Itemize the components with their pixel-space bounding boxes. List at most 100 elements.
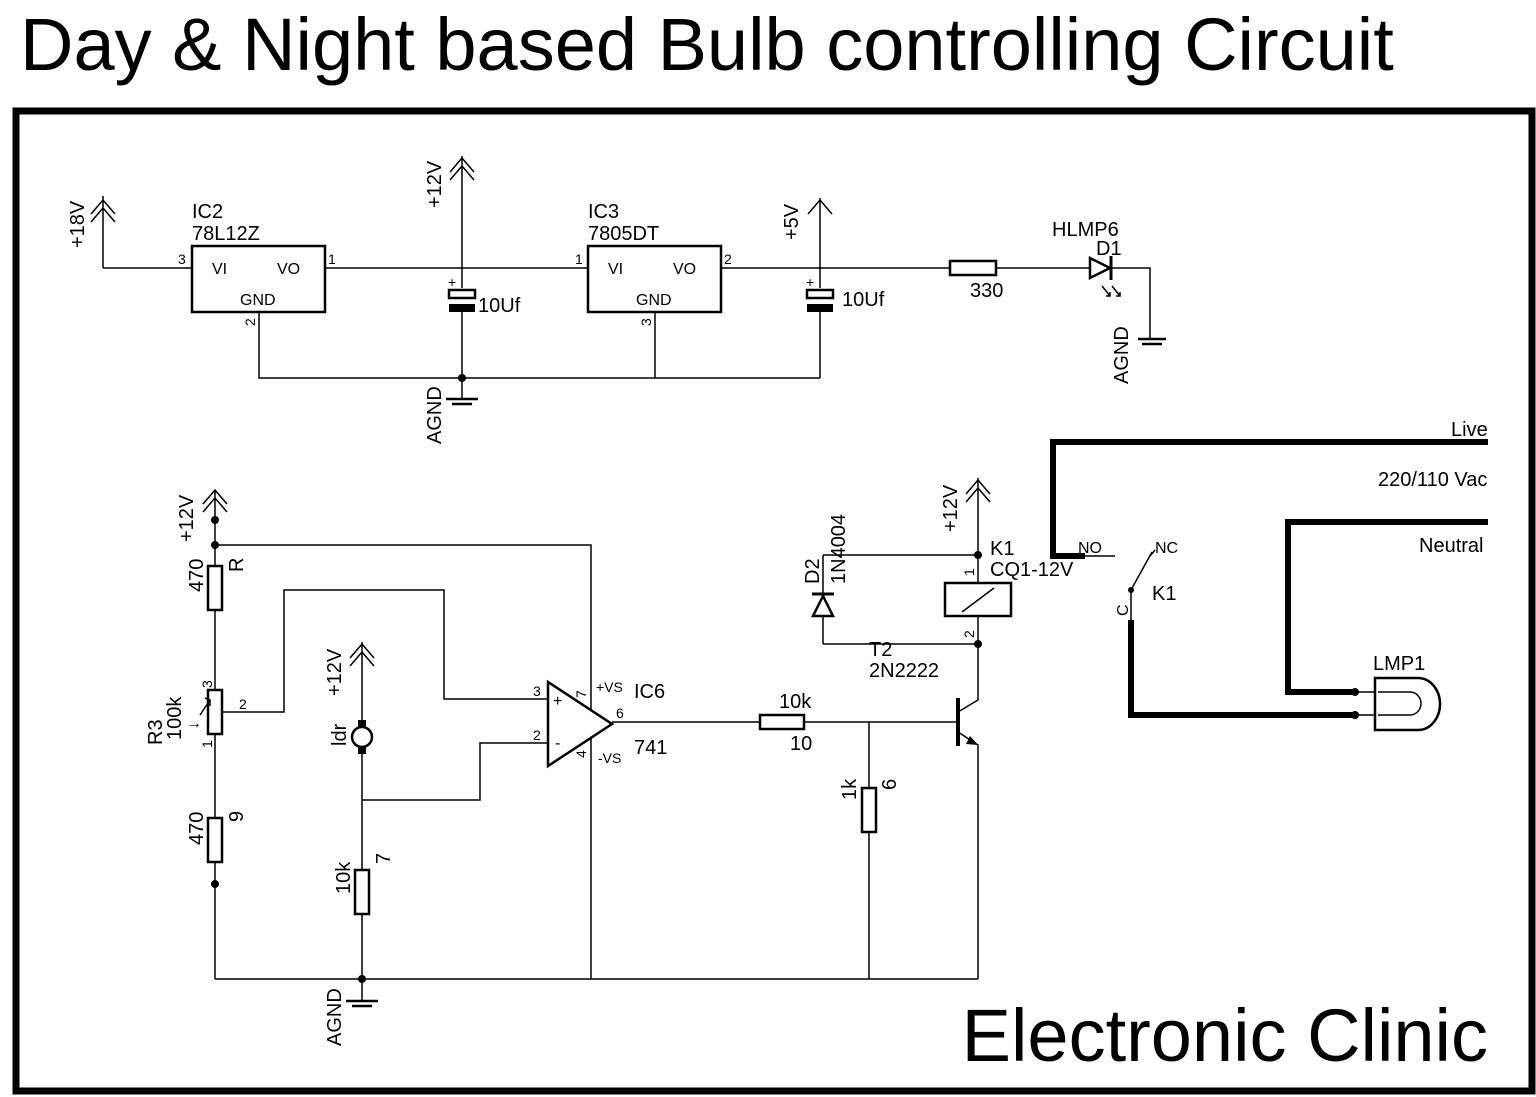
ic6-plus: + (553, 693, 562, 710)
c2-value: 10Uf (842, 289, 885, 311)
r7-ref: 7 (373, 853, 395, 864)
d1-part: HLMP6 (1052, 219, 1119, 241)
ic3-regulator: IC3 7805DT VI VO GND 1 2 3 (575, 201, 732, 326)
led-d1: HLMP6 D1 (1052, 219, 1122, 297)
ground-symbol-bottom: AGND (324, 979, 378, 1046)
ic2-pin-out: 1 (328, 251, 336, 267)
resistor-r10: 10k 10 (758, 691, 812, 755)
lamp-ref: LMP1 (1373, 653, 1425, 675)
lamp-terminal-a (1351, 688, 1359, 696)
wire-lamp-switched (1128, 620, 1355, 718)
ic2-vo: VO (277, 261, 300, 278)
ic2-pin-gnd: 2 (242, 318, 258, 326)
ldr-ref: ldr (329, 723, 351, 746)
relay-k1-switch: NO NC C K1 (1078, 540, 1178, 620)
power-supply-section: +18V IC2 78L12Z VI VO GND 3 1 2 +12V + 1 (67, 156, 1166, 444)
r3-ref: R3 (145, 719, 167, 745)
potentiometer-r3: R3 100k 1 2 3 → (145, 589, 548, 809)
opamp-ic6: + - +VS -VS 3 2 6 7 4 IC6 741 (533, 679, 667, 769)
wire-neutral (1285, 519, 1488, 695)
wire-ground-bus (258, 312, 820, 379)
junction-r-bottom (211, 880, 219, 888)
t2-part: 2N2222 (869, 660, 939, 682)
resistor-r7: 10k 7 (333, 853, 395, 979)
relay-driver-section: +12V D2 1N4004 K1 CQ1-12V 1 2 T2 (802, 419, 1488, 979)
k1-coil-ref: K1 (990, 538, 1014, 560)
r6-ref: 6 (879, 779, 901, 790)
agnd-label-bottom: AGND (324, 988, 346, 1046)
rail-12v-left-label: +12V (176, 494, 198, 542)
ic3-part: 7805DT (588, 223, 659, 245)
lamp-lmp1: LMP1 (1351, 653, 1442, 732)
r7-value: 10k (333, 861, 355, 894)
t2-ref: T2 (869, 639, 892, 661)
ic3-gnd: GND (636, 292, 672, 309)
r3-pin3: 3 (199, 680, 215, 688)
r3-pin2: 2 (239, 696, 247, 712)
mains-live-label: Live (1451, 419, 1488, 441)
ic3-pin-out: 2 (724, 251, 732, 267)
k1-no-label: NO (1078, 540, 1102, 557)
r-bottom-value: 470 (186, 812, 208, 845)
rail-12v-ldr: +12V (324, 642, 375, 720)
c2-plus: + (806, 274, 814, 290)
ic6-pin2: 2 (533, 727, 541, 743)
ground-symbol-top: AGND (424, 378, 478, 444)
ic3-pin-in: 1 (575, 251, 583, 267)
ic2-ref: IC2 (192, 201, 223, 223)
k1-switch-ref: K1 (1152, 583, 1176, 605)
resistor-r6: 1k 6 (839, 722, 901, 979)
ic6-pin4: 4 (573, 750, 589, 758)
lamp-terminal-b (1351, 711, 1359, 719)
junction-12v-left-a (211, 516, 219, 524)
ic3-vo: VO (673, 261, 696, 278)
k1-c-label: C (1115, 604, 1132, 616)
rail-5v: +5V (781, 198, 833, 268)
ic6-pin6: 6 (616, 705, 624, 721)
rail-18v-label: +18V (67, 200, 89, 248)
k1-coil-part: CQ1-12V (990, 559, 1074, 581)
ic6-part: 741 (634, 737, 667, 759)
rail-12v-relay: +12V (940, 478, 991, 555)
ic2-vi: VI (212, 261, 227, 278)
resistor-330-value: 330 (970, 280, 1003, 302)
resistor-r-bottom: 470 9 (186, 809, 248, 979)
rail-12v-top: +12V (424, 156, 475, 268)
transistor-t2: T2 2N2222 (869, 639, 979, 979)
ground-symbol-led: AGND (1111, 326, 1166, 384)
r3-pin1: 1 (199, 740, 215, 748)
k1-nc-label: NC (1155, 540, 1178, 557)
ic6-vs-neg: -VS (598, 750, 621, 766)
sensor-section: +12V 470 R R3 100k 1 2 3 → (145, 488, 978, 1046)
r3-value: 100k (164, 696, 186, 740)
wire-ldr-opamp (361, 742, 548, 870)
k1-coil-pin2: 2 (961, 630, 977, 638)
d1-ref: D1 (1096, 238, 1122, 260)
diagram-frame (12, 107, 1536, 1095)
rail-12v-left: +12V (176, 488, 228, 545)
ic3-ref: IC3 (588, 201, 619, 223)
c1-plus: + (448, 274, 456, 290)
agnd-label-led: AGND (1111, 326, 1133, 384)
d2-part: 1N4004 (828, 514, 850, 584)
rail-12v-relay-label: +12V (940, 484, 962, 532)
c1-value: 10Uf (478, 295, 521, 317)
rail-18v: +18V (67, 196, 116, 268)
mains-voltage-label: 220/110 Vac (1378, 469, 1487, 491)
diode-d2: D2 1N4004 (802, 514, 850, 644)
ic2-gnd: GND (240, 292, 276, 309)
wire-live (1050, 439, 1488, 559)
diagram-title: Day & Night based Bulb controlling Circu… (20, 3, 1394, 86)
r6-value: 1k (839, 778, 861, 800)
ic6-pin3: 3 (533, 683, 541, 699)
wire-led-ground (1111, 267, 1151, 338)
relay-k1-coil: K1 CQ1-12V 1 2 (943, 538, 1074, 638)
ic6-vs-pos: +VS (596, 679, 623, 695)
agnd-label-top: AGND (424, 386, 446, 444)
r10-value: 10k (779, 691, 812, 713)
r3-arrow-icon: → (186, 715, 202, 732)
ic6-pin7: 7 (573, 690, 589, 698)
brand-label: Electronic Clinic (962, 994, 1488, 1077)
ldr-sensor: ldr (329, 720, 374, 754)
